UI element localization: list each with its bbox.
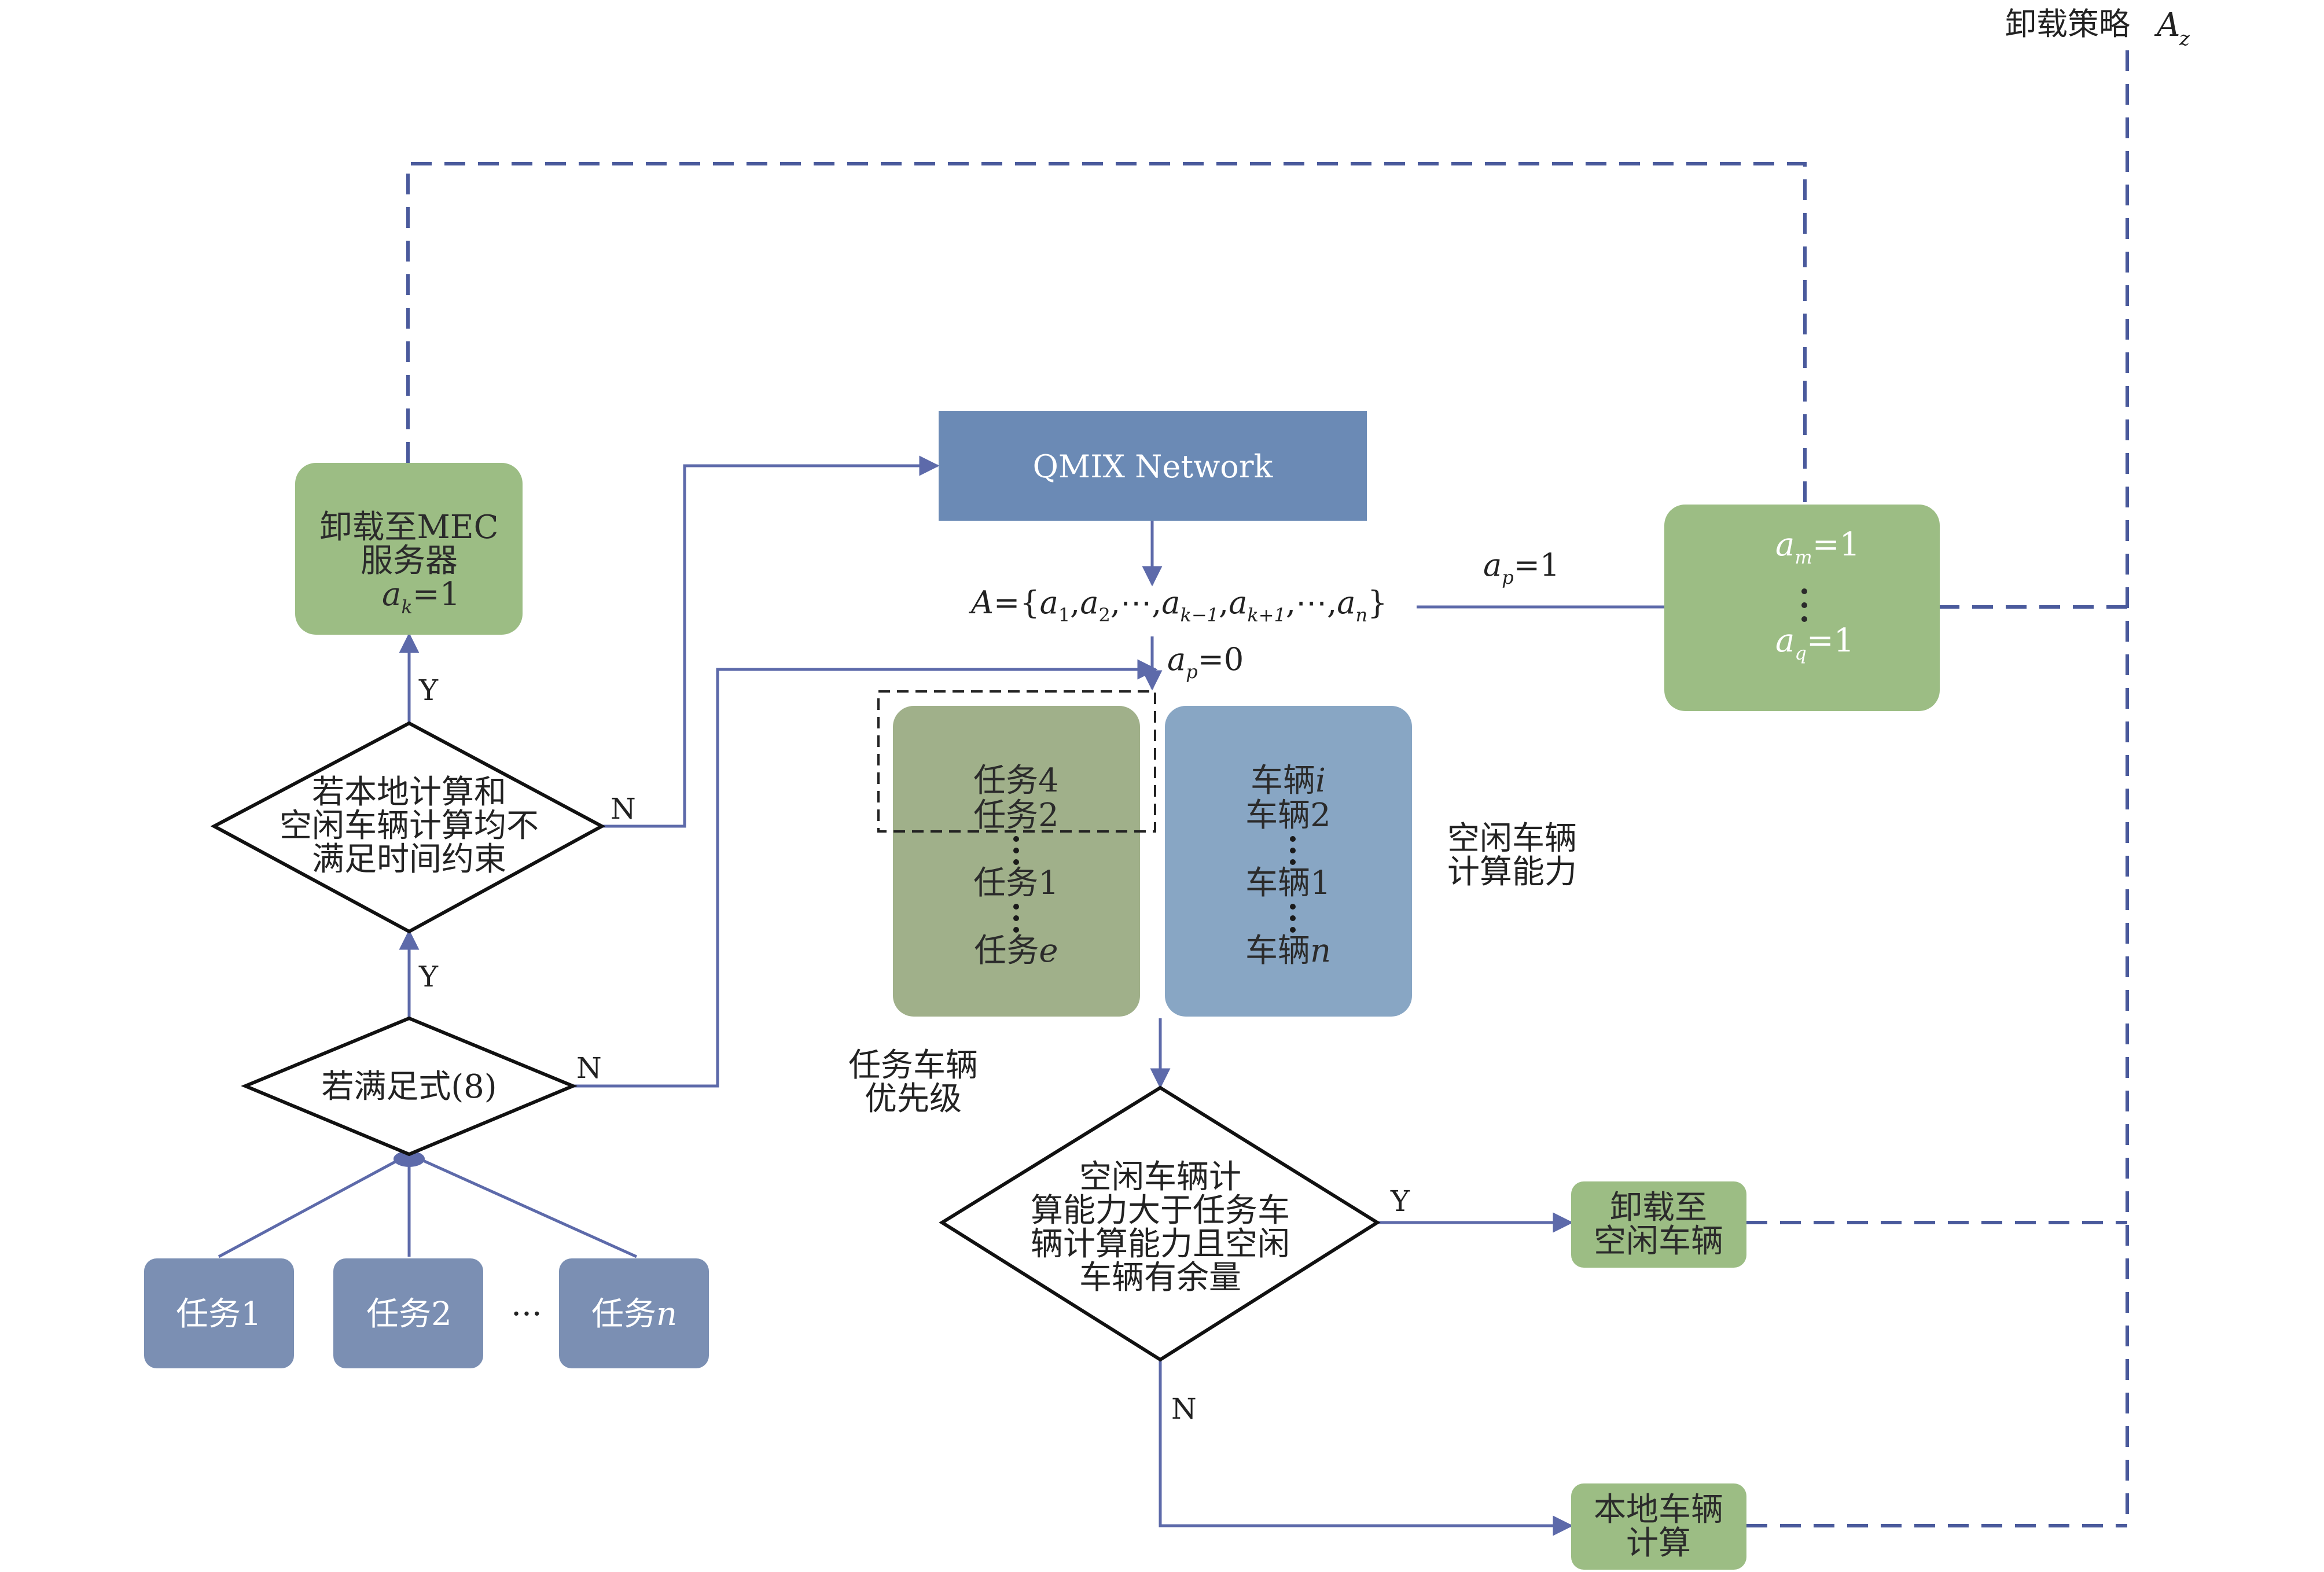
offload-strategy-sub: z — [2179, 27, 2190, 50]
ap1-label: ap=1 — [1483, 547, 1560, 588]
mec-to-top-dashed — [406, 162, 1807, 506]
am-aq-vertical-dots — [1801, 588, 1807, 622]
priority-dots-2 — [1013, 904, 1019, 933]
priority-task-e: 任务e — [974, 932, 1058, 970]
task-n-label: 任务n — [591, 1295, 677, 1333]
flow-arrows — [218, 455, 1665, 1536]
idle-vehicle-box — [1165, 706, 1412, 1017]
task-box-2 — [333, 1258, 483, 1368]
capacity-line1: 空闲车辆计 — [1079, 1158, 1241, 1196]
constraint-no-arrow — [602, 455, 940, 828]
idle-capacity-caption-2: 计算能力 — [1447, 853, 1577, 891]
offload-strategy-label: 卸载策略 — [2005, 6, 2130, 42]
constraint-line1: 若本地计算和 — [312, 774, 506, 811]
vehicle-2: 车辆2 — [1245, 797, 1331, 834]
constraint-yes-label: Y — [418, 673, 439, 707]
capacity-yes-label: Y — [1390, 1184, 1410, 1218]
constraint-line2: 空闲车辆计算均不 — [280, 807, 539, 845]
task-box-1 — [144, 1258, 294, 1368]
eq8-yes-label: Y — [418, 960, 439, 993]
offload-strategy-var: A — [2154, 6, 2180, 44]
offload-idle-box — [1571, 1181, 1746, 1268]
capacity-line3: 辆计算能力且空闲 — [1031, 1225, 1290, 1263]
vehicle-dots-2 — [1290, 904, 1296, 933]
action-ellipsis-2: ⋯ — [1296, 584, 1327, 621]
mec-line2: 服务器 — [361, 542, 458, 580]
action-ak-1-sub: k−1 — [1180, 604, 1219, 626]
offload-idle-line1: 卸载至 — [1610, 1189, 1707, 1227]
action-a2-sub: 2 — [1099, 604, 1110, 626]
dashed-feedback-lines — [406, 50, 2129, 1527]
capacity-line2: 算能力大于任务车 — [1031, 1192, 1290, 1229]
action-set: A={a1,a2,⋯,ak−1,ak+1,⋯,an} — [968, 584, 1387, 626]
capacity-diamond — [939, 1085, 1381, 1362]
qmix-network-label: QMIX Network — [1033, 448, 1274, 485]
eq8-no-arrow — [573, 659, 1158, 1088]
ap0-label: ap=0 — [1167, 641, 1244, 683]
action-ellipsis-1: ⋯ — [1120, 584, 1152, 621]
constraint-no-label: N — [611, 792, 636, 826]
am-aq-box — [1664, 505, 1940, 711]
offload-idle-line2: 空闲车辆 — [1594, 1223, 1723, 1260]
eq8-no-label: N — [576, 1051, 602, 1085]
qmix-network-box — [939, 411, 1367, 521]
aq-label: aq=1 — [1775, 622, 1854, 664]
priority-task2: 任务2 — [973, 797, 1059, 834]
idle-capacity-caption-1: 空闲车辆 — [1447, 820, 1577, 857]
action-a1: a — [1040, 584, 1058, 621]
local-compute-box — [1571, 1483, 1746, 1570]
mec-line1: 卸载至MEC — [319, 509, 498, 546]
action-set-lhs: A — [968, 584, 994, 621]
priority-dots-1 — [1013, 836, 1019, 865]
svg-text:A={a1,a2,⋯,ak−1,ak+1,⋯,an}: A={a1,a2,⋯,ak−1,ak+1,⋯,an} — [968, 584, 1387, 626]
priority-task4: 任务4 — [973, 762, 1059, 800]
capacity-no-label: N — [1171, 1392, 1197, 1426]
task-ellipsis: ··· — [511, 1295, 542, 1333]
action-an: a — [1337, 584, 1355, 621]
capacity-line4: 车辆有余量 — [1079, 1259, 1241, 1297]
local-compute-line2: 计算 — [1626, 1525, 1691, 1562]
eq8-diamond — [241, 1016, 578, 1157]
vehicle-dots-1 — [1290, 836, 1296, 865]
constraint-line3: 满足时间约束 — [312, 841, 506, 878]
action-ak1: a — [1229, 584, 1247, 621]
constraint-diamond — [210, 721, 606, 934]
capacity-no-arrow — [1159, 1361, 1573, 1536]
action-set-close: } — [1367, 584, 1387, 621]
mec-ak-label: ak=1 — [382, 576, 460, 618]
vehicle-1: 车辆1 — [1245, 864, 1331, 902]
action-a1-sub: 1 — [1058, 604, 1070, 626]
priority-task1: 任务1 — [973, 864, 1059, 902]
task-box-n — [559, 1258, 709, 1368]
vehicle-i: 车辆i — [1251, 762, 1326, 800]
action-a2: a — [1080, 584, 1098, 621]
task-1-label: 任务1 — [176, 1295, 262, 1333]
task-2-label: 任务2 — [366, 1295, 452, 1333]
task-priority-caption-2: 优先级 — [865, 1080, 962, 1118]
action-an-sub: n — [1356, 604, 1368, 626]
task1-to-merge — [218, 1153, 410, 1258]
am-label: am=1 — [1775, 526, 1860, 568]
offload-mec-box — [295, 463, 523, 635]
action-ak1-sub: k+1 — [1247, 604, 1286, 626]
task-priority-caption-1: 任务车辆 — [848, 1047, 978, 1084]
action-ak-1: a — [1161, 584, 1180, 621]
vehicle-n: 车辆n — [1245, 932, 1331, 970]
local-compute-line1: 本地车辆 — [1594, 1491, 1723, 1529]
merge-junction — [394, 1151, 425, 1167]
top-priority-highlight — [877, 690, 1156, 833]
taskn-to-merge — [408, 1153, 638, 1258]
eq8-label: 若满足式(8) — [321, 1068, 497, 1106]
action-set-open: ={ — [994, 584, 1040, 621]
